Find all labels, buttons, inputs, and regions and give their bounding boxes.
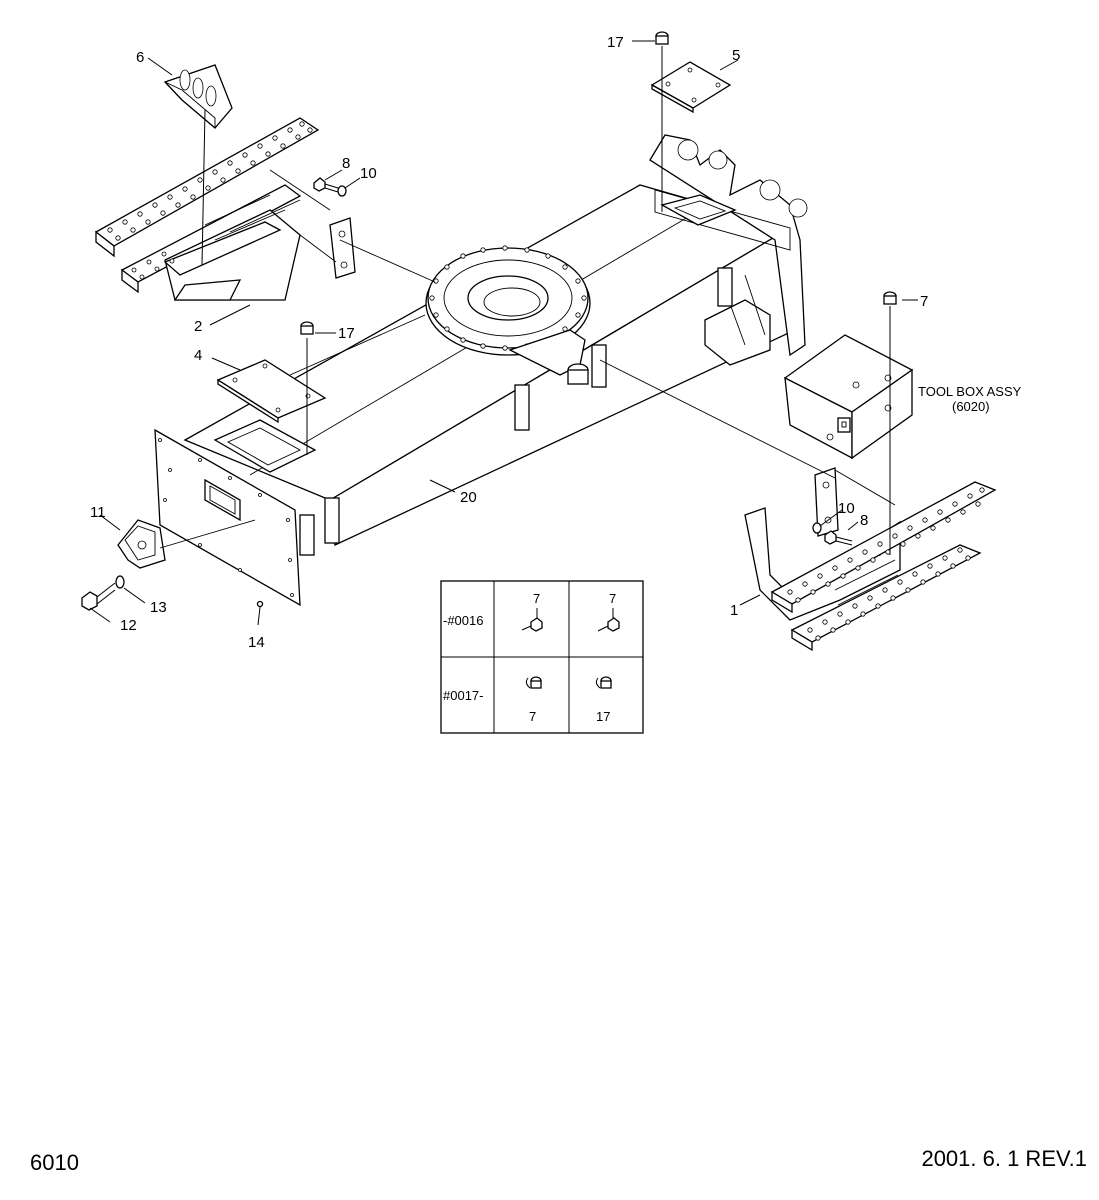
- callout-11: 11: [90, 504, 106, 521]
- callout-17-mid: 17: [338, 325, 355, 342]
- part-14-pin: [256, 600, 264, 608]
- callout-6: 6: [136, 49, 144, 66]
- washer-10-right: [812, 522, 822, 534]
- tool-box: [783, 334, 914, 460]
- nut-7-top: [883, 291, 897, 305]
- callout-13: 13: [150, 599, 167, 616]
- left-step-assembly: [94, 117, 356, 301]
- revision-label: 2001. 6. 1 REV.1: [921, 1146, 1087, 1171]
- callout-17-top: 17: [607, 34, 624, 51]
- bolt-8-right: [824, 530, 853, 546]
- leader-lines: [89, 40, 918, 626]
- svg-text:17: 17: [596, 709, 610, 724]
- part-4-cover-plate: [216, 359, 327, 424]
- svg-text:7: 7: [529, 709, 536, 724]
- callout-8-left: 8: [342, 155, 350, 172]
- callout-14: 14: [248, 634, 265, 651]
- table-row-label-0017: #0017-: [443, 688, 483, 703]
- callout-2: 2: [194, 318, 202, 335]
- part-12-bolt: [81, 582, 116, 611]
- callout-12: 12: [120, 617, 137, 634]
- right-lower-step-perforations: [807, 547, 971, 641]
- table-cell-nut-b: 17: [595, 676, 612, 724]
- svg-text:7: 7: [609, 591, 616, 606]
- right-step-assembly: [744, 467, 997, 652]
- table-cell-bolt-b: 7: [597, 591, 620, 632]
- callout-4: 4: [194, 347, 202, 364]
- swing-bearing-ring: [425, 245, 591, 385]
- upper-step-perforations: [107, 121, 313, 241]
- lower-step-perforations: [131, 251, 175, 280]
- callout-8-right: 8: [860, 512, 868, 529]
- callout-10-left: 10: [360, 165, 377, 182]
- table-row-label-0016: -#0016: [443, 613, 483, 628]
- tool-box-label: TOOL BOX ASSY: [918, 384, 1022, 399]
- part-13-washer: [115, 575, 125, 589]
- part-5-cover-plate: [650, 61, 732, 114]
- page-code: 6010: [30, 1150, 79, 1175]
- callout-20: 20: [460, 489, 477, 506]
- washer-10-left: [337, 185, 347, 197]
- nut-17-top: [655, 31, 669, 45]
- table-cell-nut-a: 7: [525, 676, 542, 724]
- part-6-anti-slip-block: [163, 64, 233, 129]
- callout-labels: 6 2 4 17 5 8 10 17 7 20 11 12 13 14 1 10…: [90, 34, 1022, 651]
- nut-17-mid: [300, 321, 314, 335]
- bolt-8-left: [313, 177, 339, 193]
- tool-box-code: (6020): [952, 399, 990, 414]
- right-upper-step-perforations: [787, 487, 985, 603]
- callout-7-top: 7: [920, 293, 928, 310]
- variant-table: -#0016 #0017- 7 7 7 17: [440, 580, 644, 734]
- part-11-bracket: [117, 519, 166, 569]
- svg-text:7: 7: [533, 591, 540, 606]
- callout-10-right: 10: [838, 500, 855, 517]
- callout-1: 1: [730, 602, 738, 619]
- table-cell-bolt-a: 7: [521, 591, 543, 632]
- callout-5: 5: [732, 47, 740, 64]
